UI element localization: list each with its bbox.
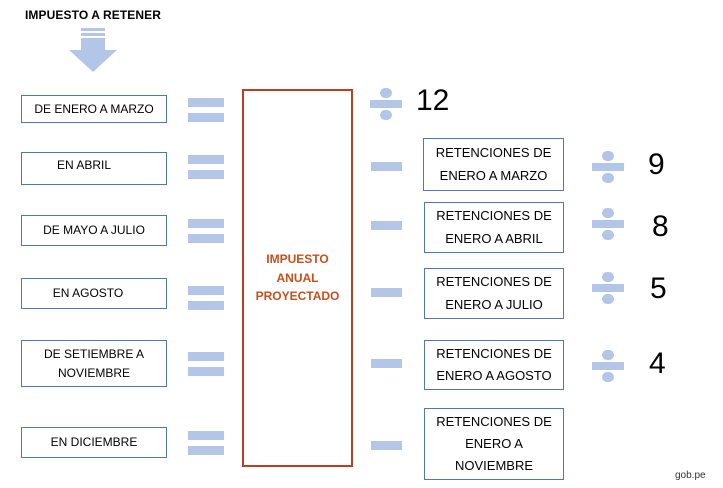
source-watermark: gob.pe — [675, 470, 706, 481]
period-box-sep-nov: DE SETIEMBRE A NOVIEMBRE — [21, 340, 167, 387]
period-label: EN DICIEMBRE — [50, 435, 138, 450]
projected-annual-tax-box: IMPUESTO ANUAL PROYECTADO — [242, 89, 353, 467]
equals-icon — [188, 352, 224, 376]
retention-box-jan-mar: RETENCIONES DE ENERO A MARZO — [423, 138, 564, 191]
divide-icon — [592, 272, 624, 304]
period-box-aug: EN AGOSTO — [21, 278, 167, 309]
projected-annual-tax-label: IMPUESTO ANUAL PROYECTADO — [255, 252, 340, 304]
divide-icon — [592, 208, 624, 240]
divisor-number: 5 — [650, 272, 667, 305]
retention-label: RETENCIONES DE ENERO A JULIO — [436, 274, 552, 312]
equals-icon — [188, 286, 224, 310]
minus-icon — [371, 288, 402, 297]
equals-icon — [188, 155, 224, 179]
divisor-number: 8 — [652, 210, 669, 243]
divide-icon — [592, 350, 624, 382]
period-box-jan-mar: DE ENERO A MARZO — [21, 95, 167, 123]
period-label: DE SETIEMBRE A NOVIEMBRE — [43, 346, 145, 380]
diagram-title: IMPUESTO A RETENER — [25, 8, 162, 22]
retention-box-jan-aug: RETENCIONES DE ENERO A AGOSTO — [424, 340, 564, 390]
retention-box-jan-nov: RETENCIONES DE ENERO A NOVIEMBRE — [424, 408, 564, 480]
period-label: DE MAYO A JULIO — [43, 223, 145, 238]
equals-icon — [188, 98, 224, 122]
down-arrow-icon — [69, 28, 117, 72]
period-label: EN AGOSTO — [52, 286, 124, 301]
retention-label: RETENCIONES DE ENERO A AGOSTO — [436, 345, 552, 383]
period-box-apr: EN ABRIL — [21, 152, 167, 185]
minus-icon — [371, 441, 402, 450]
retention-box-jan-apr: RETENCIONES DE ENERO A ABRIL — [424, 202, 564, 253]
period-label: EN ABRIL — [56, 158, 112, 173]
divisor-number: 12 — [416, 84, 450, 117]
equals-icon — [188, 431, 224, 455]
period-box-dec: EN DICIEMBRE — [21, 427, 167, 458]
minus-icon — [371, 221, 402, 230]
retention-label: RETENCIONES DE ENERO A ABRIL — [436, 208, 552, 246]
period-label: DE ENERO A MARZO — [34, 101, 154, 116]
retention-box-jan-jul: RETENCIONES DE ENERO A JULIO — [424, 268, 564, 319]
divide-icon — [592, 151, 624, 183]
equals-icon — [188, 219, 224, 243]
divisor-number: 9 — [648, 148, 665, 181]
period-box-may-jul: DE MAYO A JULIO — [21, 215, 167, 246]
divide-icon — [370, 88, 402, 120]
minus-icon — [371, 359, 402, 368]
retention-label: RETENCIONES DE ENERO A MARZO — [435, 145, 552, 183]
retention-label: RETENCIONES DE ENERO A NOVIEMBRE — [436, 413, 552, 474]
minus-icon — [371, 162, 402, 171]
divisor-number: 4 — [649, 347, 666, 380]
